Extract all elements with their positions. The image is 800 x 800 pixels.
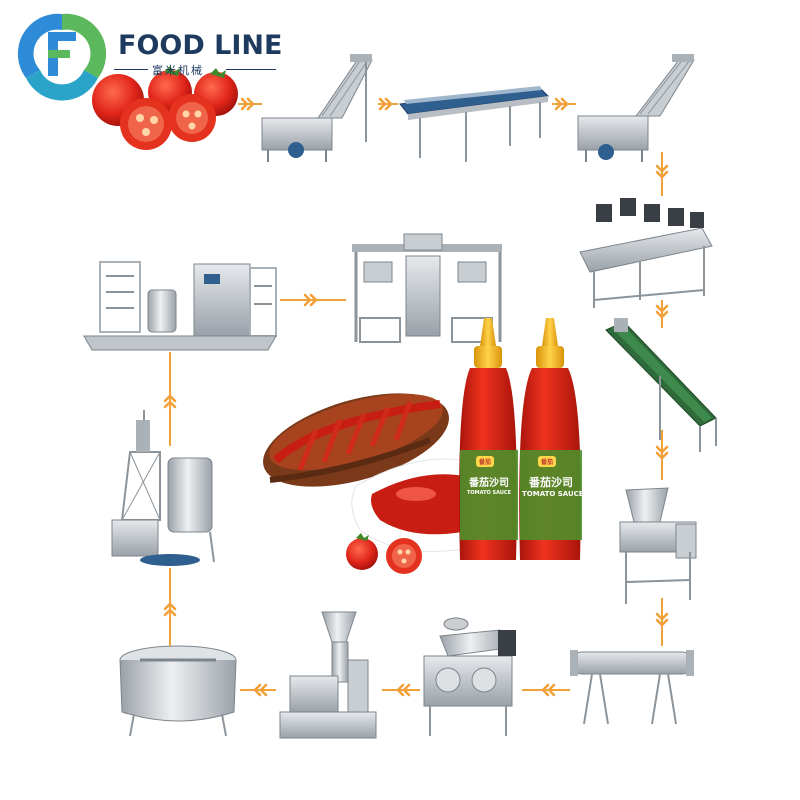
colloid-mill xyxy=(279,611,377,739)
second-washer-elevator xyxy=(577,54,695,162)
flow-arrow-1 xyxy=(240,97,255,111)
sorting-conveyor xyxy=(399,86,550,162)
brand-subtitle: 富米机械 xyxy=(152,64,204,77)
flow-arrows xyxy=(163,97,669,697)
mixing-tank xyxy=(119,645,237,737)
flow-arrow-2 xyxy=(378,97,393,111)
pulping-machine xyxy=(423,617,516,736)
flow-arrow-12 xyxy=(163,394,177,409)
flow-arrow-13 xyxy=(303,293,318,307)
flow-arrow-7 xyxy=(655,612,669,627)
bottle-sublabel-left: TOMATO SAUCE xyxy=(467,490,511,496)
aseptic-filler xyxy=(352,233,502,343)
bottle-sublabel-right: TOMATO SAUCE xyxy=(522,490,584,498)
uht-sterilizer xyxy=(83,261,277,351)
flow-arrow-11 xyxy=(163,602,177,617)
fresh-tomatoes xyxy=(92,66,238,150)
ketchup-bottle-left xyxy=(459,318,518,560)
tube-preheater xyxy=(570,650,694,725)
bottle-chip-right: 番茄 xyxy=(538,456,557,467)
flow-arrow-5 xyxy=(655,304,669,319)
ketchup-bottle-right xyxy=(519,318,582,560)
flow-arrow-4 xyxy=(655,164,669,179)
bottle-label-right: 番茄沙司 xyxy=(529,476,573,489)
cut-tomatoes xyxy=(346,533,422,574)
brand-name: FOOD LINE xyxy=(118,30,283,61)
bottle-chip-left: 番茄 xyxy=(476,456,495,467)
flow-arrow-10 xyxy=(253,683,268,697)
flow-arrow-3 xyxy=(554,97,569,111)
crusher xyxy=(619,487,697,604)
brand-divider-right xyxy=(226,69,276,70)
inclined-elevator xyxy=(605,318,717,452)
flow-arrow-9 xyxy=(396,683,411,697)
flow-arrow-6 xyxy=(655,445,669,460)
bottle-label-left: 番茄沙司 xyxy=(469,478,509,489)
air-dryer xyxy=(579,198,713,308)
flow-arrow-8 xyxy=(541,683,556,697)
bubble-washer-elevator xyxy=(261,54,373,162)
hot-dog-with-ketchup xyxy=(263,393,449,487)
brand-logo xyxy=(17,13,107,101)
vacuum-evaporator xyxy=(111,410,215,566)
brand-divider-left xyxy=(114,69,148,70)
